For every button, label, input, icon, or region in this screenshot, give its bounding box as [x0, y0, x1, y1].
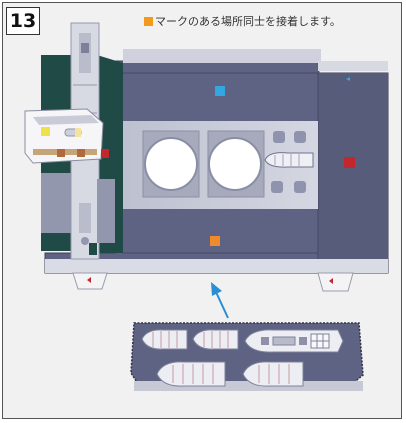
tower-part [24, 22, 123, 260]
left-arrow-icon [329, 278, 333, 284]
glue-tab-right [317, 272, 354, 292]
instruction-text: マークのある場所同士を接着します。 [155, 15, 341, 28]
main-deck-part [44, 49, 389, 274]
blue-marker [215, 86, 225, 96]
instruction-panel: 13 マークのある場所同士を接着します。 [2, 2, 402, 419]
lifeboat-on-deck [264, 152, 314, 168]
glue-tab-left [72, 272, 108, 290]
lifeboat [141, 329, 188, 350]
yellow-marker [41, 127, 50, 136]
lifeboat [192, 329, 239, 350]
model-illustration [24, 22, 389, 391]
instruction-caption: マークのある場所同士を接着します。 [144, 13, 341, 29]
round-opening [207, 130, 265, 198]
red-marker [344, 157, 355, 168]
lifeboat [242, 361, 304, 387]
lifeboat [156, 361, 226, 387]
deck-fittings [271, 131, 306, 193]
orange-marker [210, 236, 220, 246]
up-arrow-icon [211, 282, 229, 319]
motor-launch [244, 329, 344, 353]
step-number: 13 [6, 7, 40, 35]
orange-marker-icon [144, 16, 153, 26]
left-arrow-icon [87, 277, 91, 283]
step-number-label: 13 [9, 10, 37, 32]
lifeboat-deck-part [130, 322, 364, 391]
round-opening [142, 130, 200, 198]
